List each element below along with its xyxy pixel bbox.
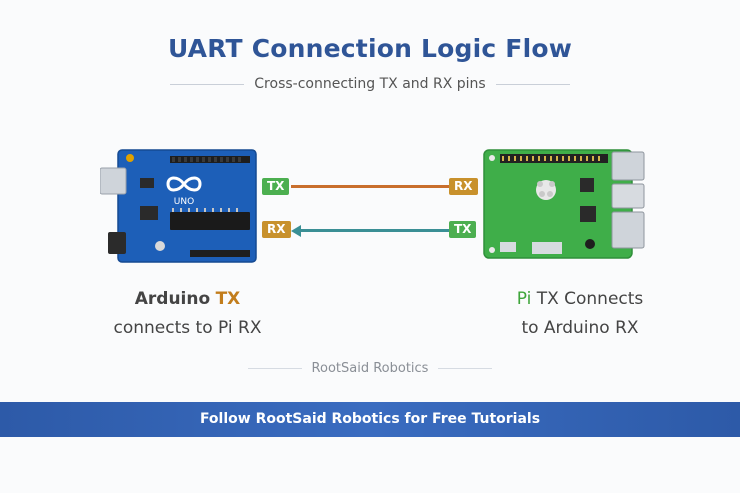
footer-rule-left xyxy=(247,368,302,369)
subtitle-row: Cross-connecting TX and RX pins xyxy=(0,76,740,92)
footer-row: RootSaid Robotics xyxy=(0,361,740,376)
pi-caption-name: Pi xyxy=(516,289,532,309)
arduino-caption: Arduino TX connects to Pi RX xyxy=(100,285,275,343)
tx-to-rx-wire xyxy=(291,185,449,188)
pi-tx-pin-label: TX xyxy=(449,221,477,238)
follow-banner[interactable]: Follow RootSaid Robotics for Free Tutori… xyxy=(0,402,740,437)
footer-brand: RootSaid Robotics xyxy=(311,361,429,376)
arduino-logo-text: UNO xyxy=(174,197,194,207)
arduino-caption-line1: Arduino TX xyxy=(100,285,275,314)
subtitle: Cross-connecting TX and RX pins xyxy=(254,76,486,92)
arduino-tx-pin-label: TX xyxy=(262,178,290,195)
subtitle-rule-left xyxy=(170,83,245,85)
pi-caption: Pi TX Connects to Arduino RX xyxy=(490,285,670,343)
pi-board-illustration xyxy=(483,149,645,259)
raspberry-pi-board xyxy=(480,148,645,260)
arduino-caption-name: Arduino xyxy=(134,289,211,309)
arduino-board-illustration: UNO xyxy=(99,149,257,263)
pi-caption-rest1: TX Connects xyxy=(536,289,644,309)
page-title: UART Connection Logic Flow xyxy=(167,34,573,63)
subtitle-rule-right xyxy=(495,83,570,85)
pi-rx-pin-label: RX xyxy=(449,178,478,195)
arduino-caption-line2: connects to Pi RX xyxy=(113,318,262,338)
pi-caption-line1: Pi TX Connects xyxy=(490,285,670,314)
pi-caption-line2: to Arduino RX xyxy=(521,318,639,338)
arduino-uno-board: UNO xyxy=(99,148,260,266)
tx-to-rx-wire-return xyxy=(299,229,449,232)
rx-wire-arrowhead xyxy=(291,225,301,237)
arduino-rx-pin-label: RX xyxy=(262,221,291,238)
footer-rule-right xyxy=(438,368,493,369)
arduino-caption-pin: TX xyxy=(215,289,241,309)
